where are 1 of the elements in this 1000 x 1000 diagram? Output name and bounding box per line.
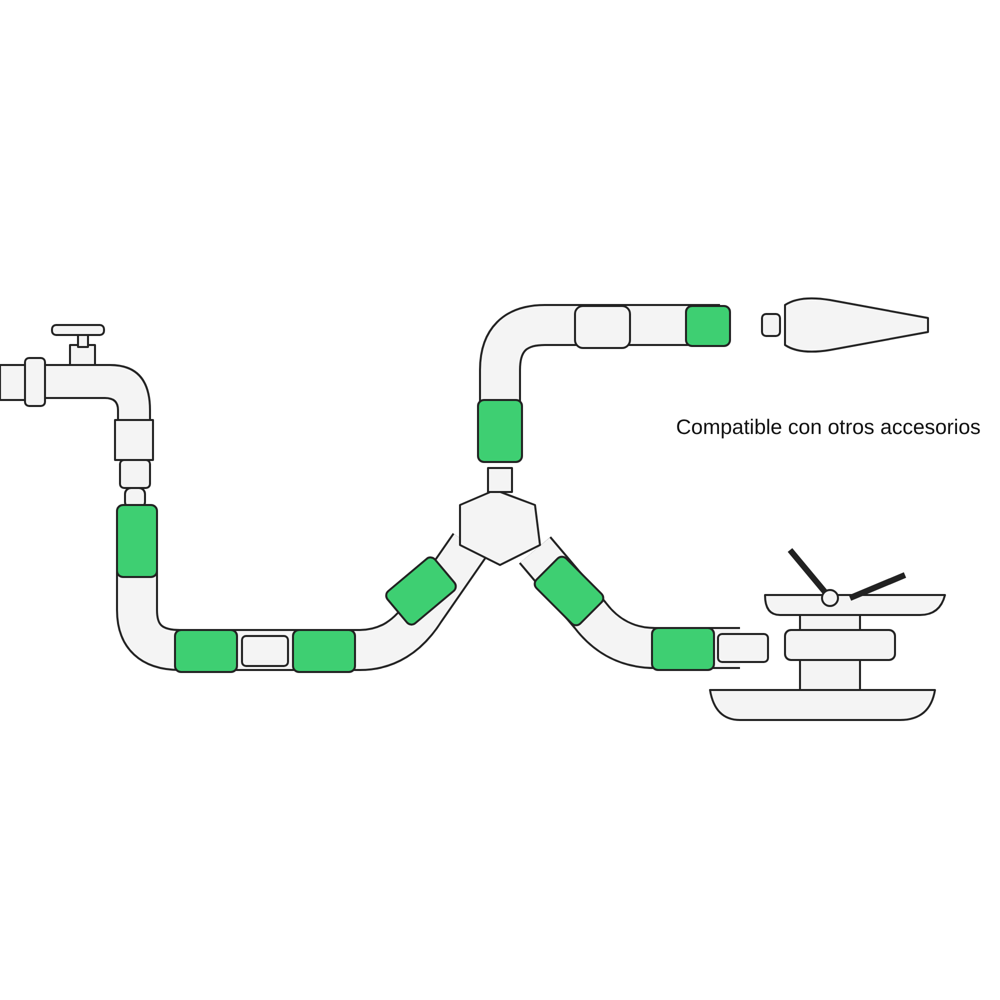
- caption-text: Compatible con otros accesorios: [676, 416, 981, 440]
